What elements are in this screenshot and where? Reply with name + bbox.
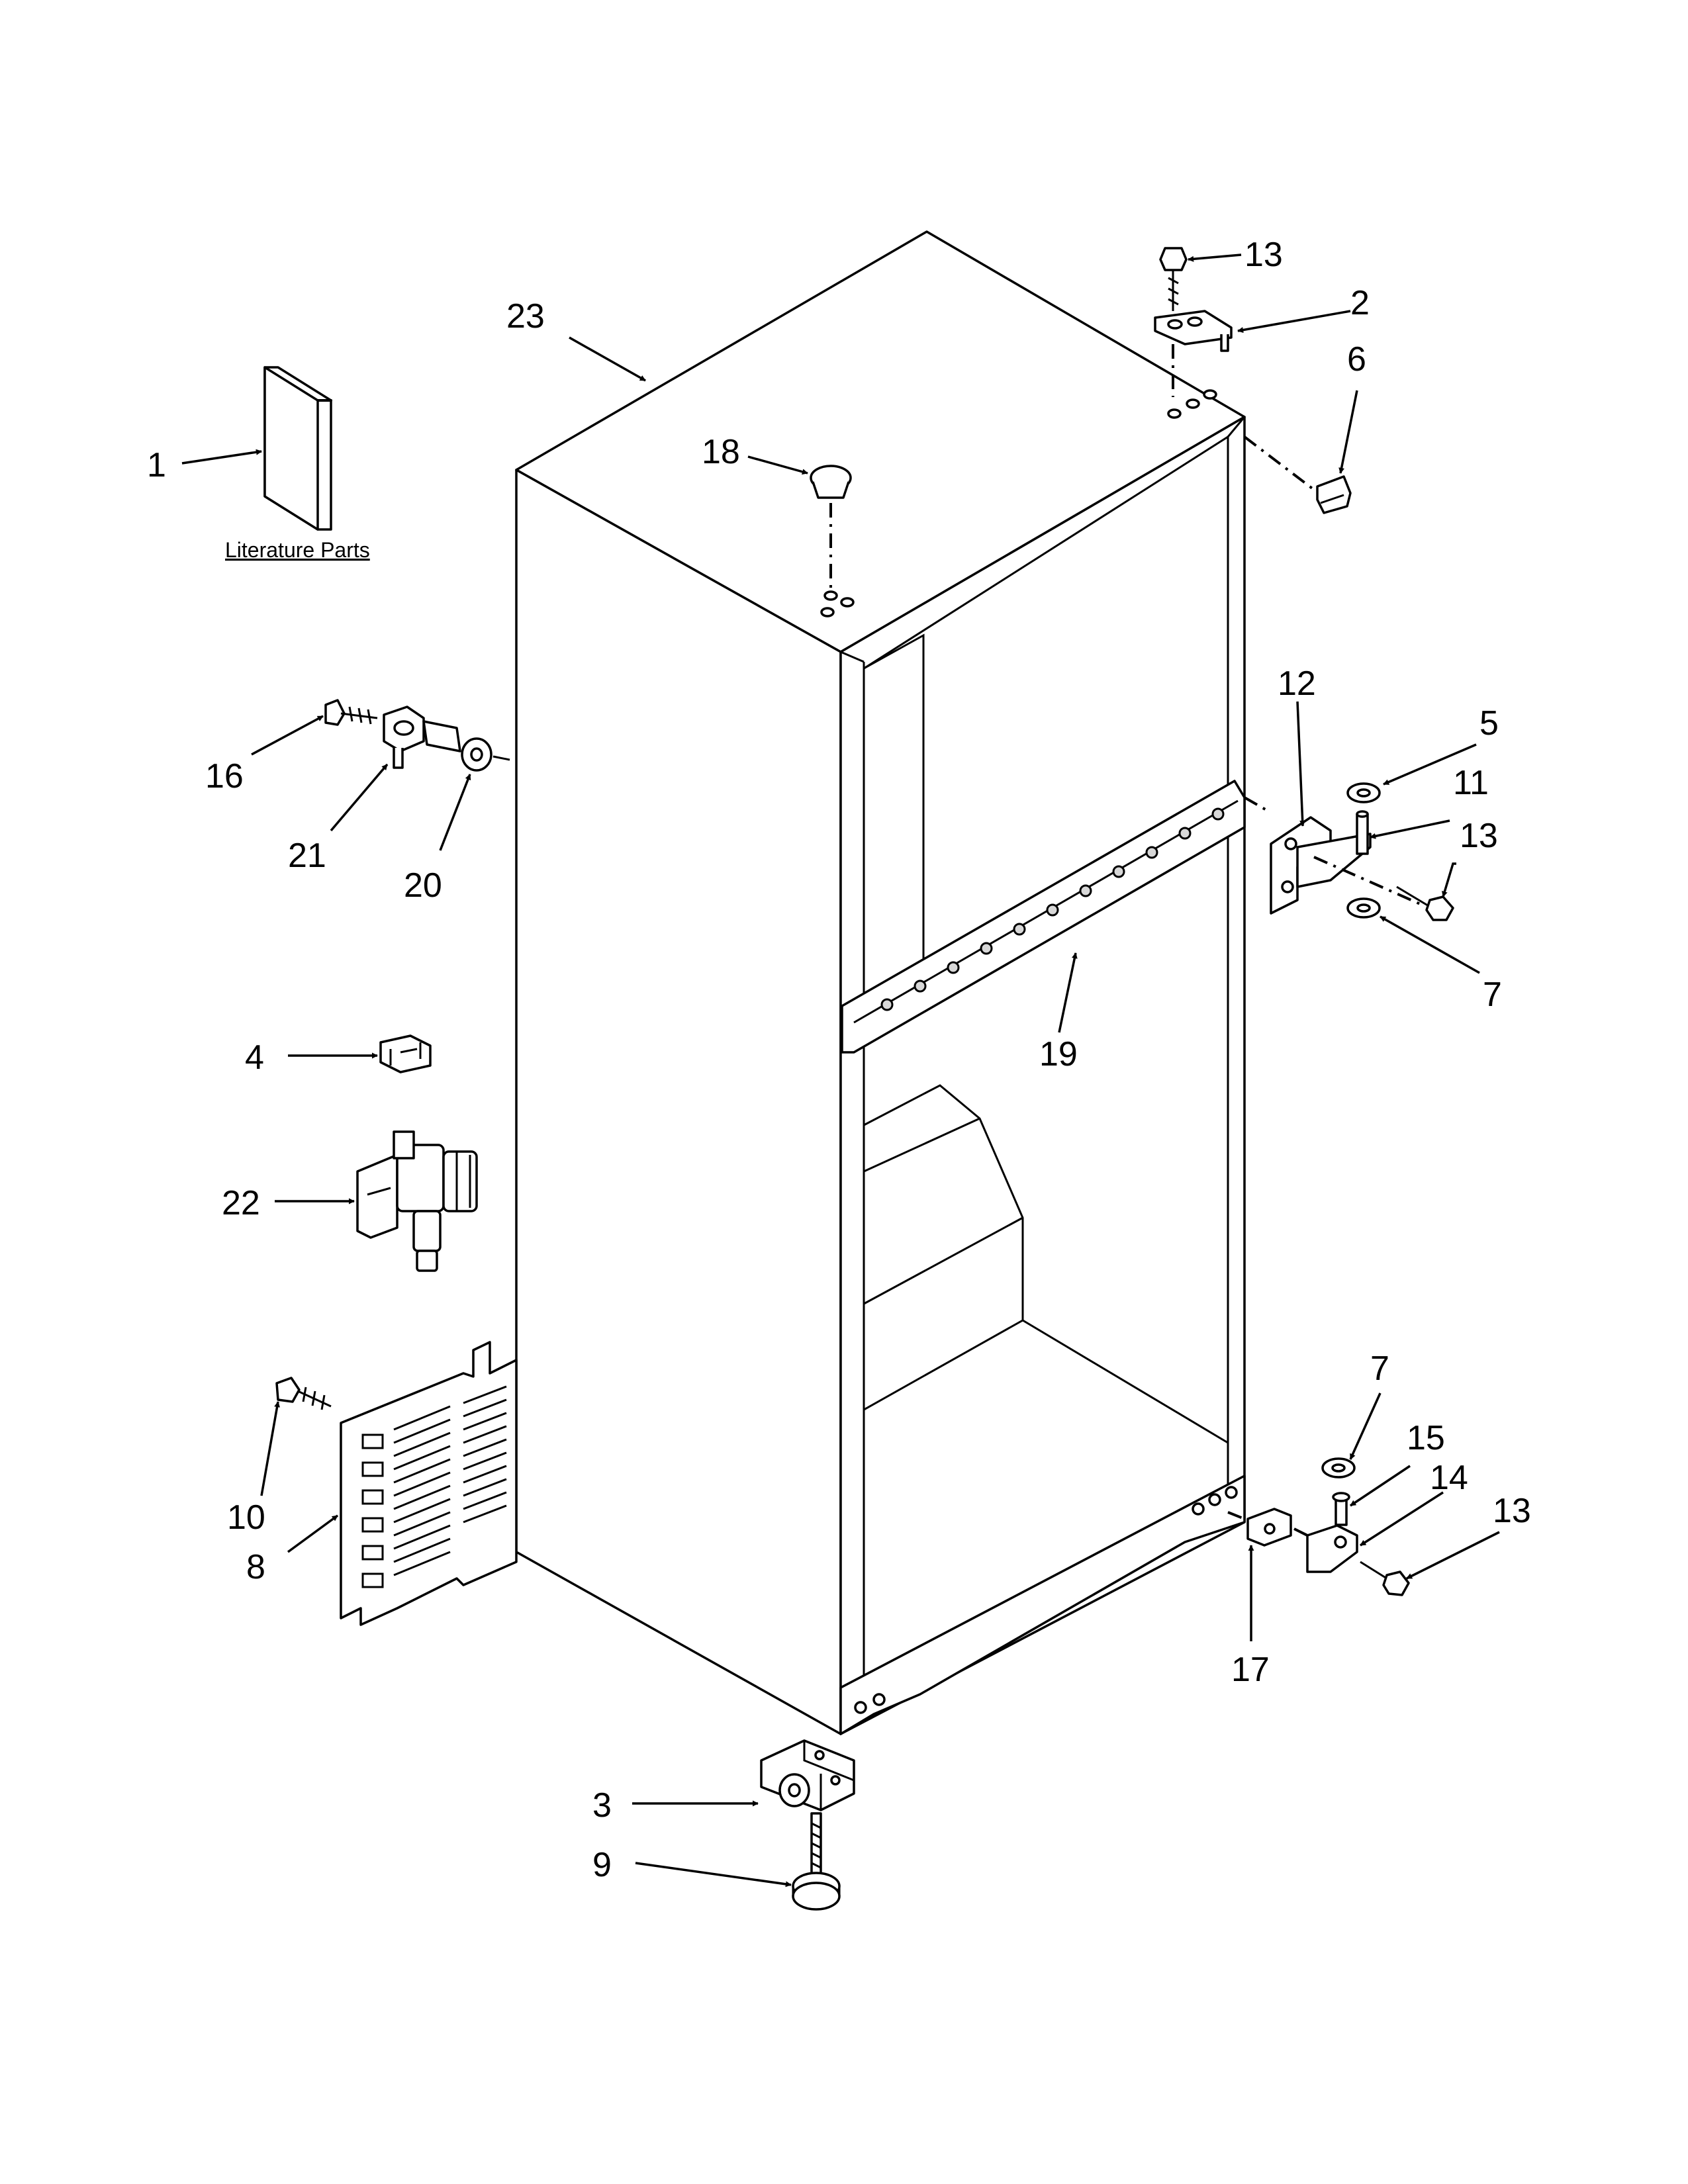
refrigerator-cabinet [515,230,1246,1735]
center-mullion [841,780,1246,1054]
callout-19: 19 [1039,1035,1078,1073]
roller-bracket-3 [760,1739,855,1811]
roller-20 [461,737,510,772]
callout-3: 3 [592,1786,612,1825]
panel-vents [361,1385,507,1588]
screw-10 [275,1377,332,1410]
screw-16 [324,699,378,726]
callout-16: 16 [205,757,244,796]
clip-4 [379,1034,432,1073]
callout-9: 9 [592,1846,612,1884]
center-hinge [1270,816,1372,915]
callout-4: 4 [245,1038,264,1077]
callout-5: 5 [1479,704,1499,743]
washer-lower [1346,897,1381,919]
hinge-pin [1356,810,1369,855]
callout-11: 11 [1453,764,1489,802]
screw-13-lower [1360,1561,1410,1596]
washer-upper [1346,782,1381,803]
callout-7-mid: 7 [1483,976,1502,1014]
washer-7-lower [1321,1457,1356,1479]
callout-13-lower: 13 [1493,1492,1531,1530]
spacer-17 [1246,1508,1292,1547]
callout-numbers: 1 13 2 6 23 18 12 5 11 13 7 19 16 21 20 … [147,236,1531,1884]
callout-20: 20 [404,866,442,905]
callout-21: 21 [288,837,326,875]
callout-13-mid: 13 [1460,817,1498,855]
top-hinge [1154,310,1233,352]
callout-12: 12 [1278,664,1316,703]
pin-15 [1332,1492,1350,1526]
top-plug [810,465,852,499]
water-valve-22 [356,1130,478,1272]
callout-23: 23 [506,297,545,336]
callout-14: 14 [1430,1459,1468,1497]
callout-1: 1 [147,446,166,484]
leader-lines [181,253,1500,1888]
rear-access-panel-8 [340,1341,518,1626]
mullion-holes [880,807,1225,1011]
leveling-leg-9 [792,1812,841,1911]
callout-15: 15 [1407,1419,1445,1457]
hinge-cover [1316,475,1352,514]
callout-17: 17 [1231,1651,1270,1689]
callout-7-lower: 7 [1370,1349,1389,1388]
callout-8: 8 [246,1548,265,1586]
callout-6: 6 [1347,340,1366,379]
callout-22: 22 [222,1184,260,1222]
callout-13-top: 13 [1244,236,1283,274]
center-hinge-screw [1396,886,1454,921]
literature-parts-book [263,366,332,531]
literature-parts-caption: Literature Parts [225,538,370,562]
lower-hinge-14 [1306,1524,1358,1573]
callout-18: 18 [702,433,740,471]
callout-2: 2 [1350,284,1370,322]
callout-10: 10 [227,1498,265,1537]
bracket-21 [383,705,461,769]
top-hinge-screw [1159,247,1188,311]
